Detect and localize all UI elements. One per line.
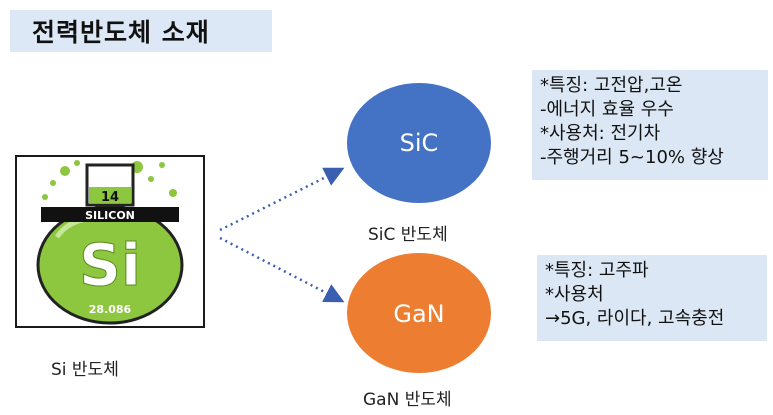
silicon-flask-graphic: 14 SILICON Si 28.086: [36, 160, 184, 325]
arrow-to-gan: [219, 236, 345, 303]
arrow-to-sic: [219, 167, 345, 232]
sic-info-line: -에너지 효율 우수: [540, 99, 674, 120]
si-label: Si 반도체: [51, 360, 119, 380]
gan-info-box: *특징: 고주파 *사용처 →5G, 라이다, 고속충전: [537, 255, 767, 341]
sic-circle: [347, 83, 491, 203]
sic-label: SiC 반도체: [368, 225, 448, 245]
sic-info-line: *사용처: 전기차: [540, 123, 661, 144]
element-symbol: Si: [79, 231, 141, 299]
gan-info-line: *특징: 고주파: [545, 260, 649, 281]
gan-info-line: *사용처: [545, 284, 604, 305]
gan-info-line: →5G, 라이다, 고속충전: [545, 308, 725, 329]
element-number: 14: [101, 190, 119, 205]
silicon-flask-image: 14 SILICON Si 28.086: [15, 155, 205, 328]
sic-info-box: *특징: 고전압,고온 -에너지 효율 우수 *사용처: 전기차 -주행거리 5…: [532, 70, 768, 180]
sic-circle-text: SiC: [400, 129, 439, 157]
atomic-mass: 28.086: [89, 303, 132, 316]
page-title: 전력반도체 소재: [32, 18, 210, 47]
gan-circle-text: GaN: [393, 300, 444, 328]
sic-info-line: *특징: 고전압,고온: [540, 75, 683, 96]
element-name: SILICON: [85, 209, 135, 222]
gan-label: GaN 반도체: [363, 390, 452, 410]
element-name-band: [41, 207, 179, 222]
title-banner: 전력반도체 소재: [10, 10, 272, 52]
gan-circle: [347, 253, 491, 373]
sic-info-line: -주행거리 5~10% 향상: [540, 147, 724, 168]
flask-neck-liquid: [89, 187, 131, 203]
